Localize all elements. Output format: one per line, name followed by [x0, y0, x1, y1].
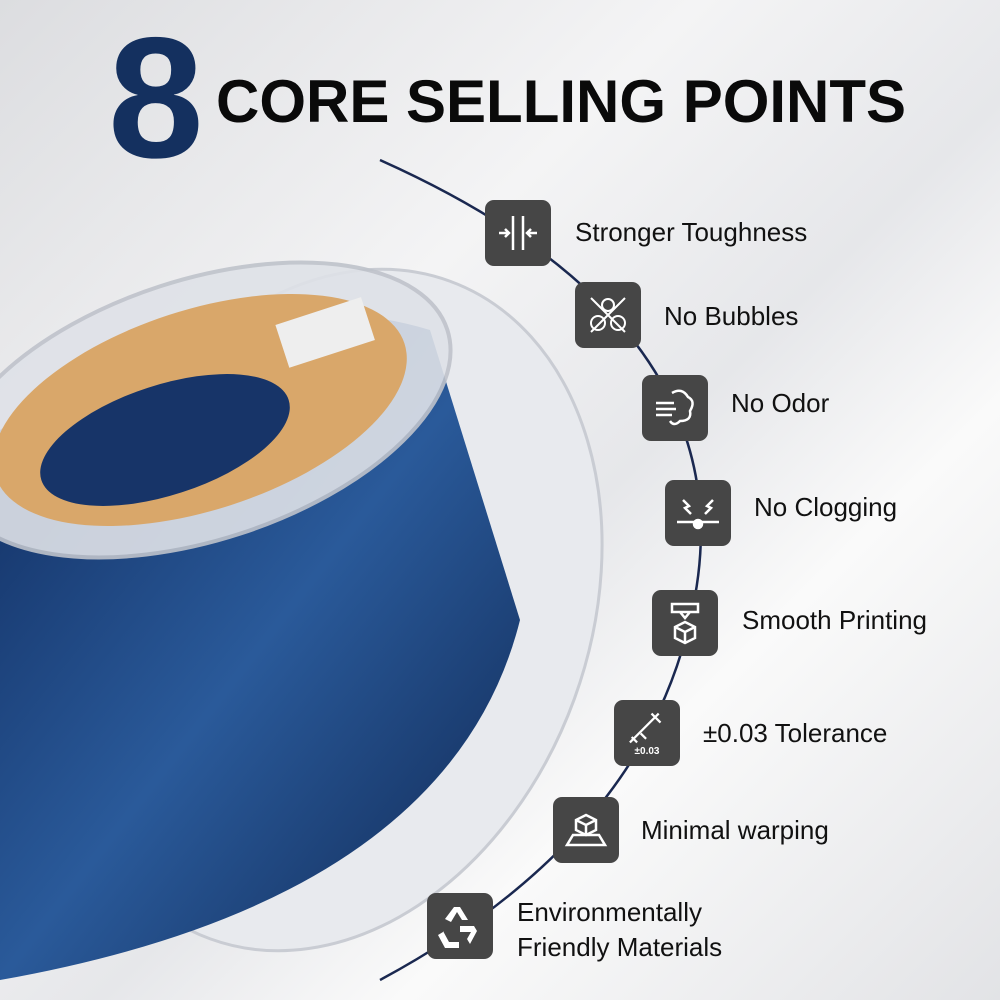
point-label-line2: Friendly Materials: [517, 932, 723, 962]
no-bubbles-icon: [575, 282, 641, 348]
page-title: CORE SELLING POINTS: [216, 68, 907, 135]
printer-head-icon: [652, 590, 718, 656]
point-label: Stronger Toughness: [575, 217, 808, 247]
spool-barcode: [275, 297, 375, 368]
caliper-icon-text: ±0.03: [634, 745, 660, 757]
caliper-icon: ±0.03: [614, 700, 680, 766]
no-odor-icon: [642, 375, 708, 441]
point-label: Smooth Printing: [742, 605, 927, 635]
point-label: No Odor: [731, 388, 830, 418]
recycle-icon: [427, 893, 493, 959]
point-label: Environmentally: [517, 897, 702, 927]
spool-hub: [40, 374, 290, 506]
point-label: No Clogging: [754, 492, 898, 522]
compress-arrows-icon: [485, 200, 551, 266]
flat-box-icon: [553, 797, 619, 863]
point-label: ±0.03 Tolerance: [703, 718, 888, 748]
point-label: No Bubbles: [664, 301, 799, 331]
nozzle-clog-icon: [665, 480, 731, 546]
point-label: Minimal warping: [641, 815, 829, 845]
headline-number: 8: [108, 2, 204, 194]
